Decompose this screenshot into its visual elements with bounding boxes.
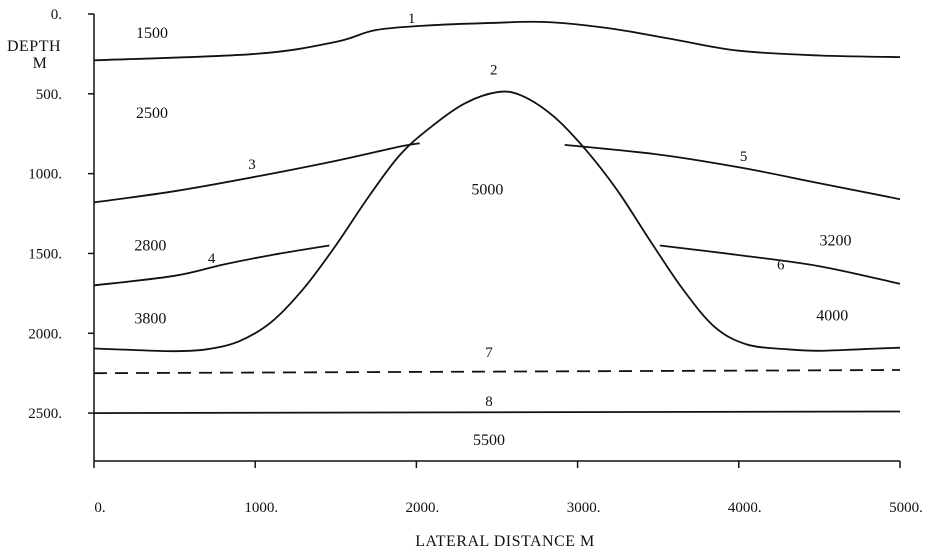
x-axis-title: LATERAL DISTANCE M <box>415 533 595 550</box>
velocity-label: 4000 <box>816 308 848 325</box>
interface-5-line <box>564 144 901 201</box>
x-tick-label: 1000. <box>244 500 278 516</box>
velocity-label: 3800 <box>134 311 166 328</box>
x-axis-ticks: 0. 1000. 2000. 3000. 4000. 5000. <box>93 461 923 516</box>
velocity-label: 5500 <box>473 432 505 449</box>
interface-8-line <box>93 410 901 414</box>
layer-velocity-labels: 1500 2500 2800 3800 5000 3200 4000 5500 <box>134 25 851 449</box>
x-tick-label: 0. <box>94 500 105 516</box>
velocity-label: 3200 <box>820 232 852 249</box>
y-axis-ticks: 0. 500. 1000. 1500. 2000. 2500. <box>28 7 94 422</box>
interface-1-line <box>93 20 901 62</box>
y-tick-label: 1500. <box>28 246 62 262</box>
y-tick-label: 2500. <box>28 406 62 422</box>
y-axis-unit: M <box>33 55 48 72</box>
y-tick-label: 2000. <box>28 326 62 342</box>
x-tick-label: 3000. <box>567 500 601 516</box>
interface-lines <box>93 20 901 414</box>
x-tick-label: 4000. <box>728 500 762 516</box>
interface-label-6: 6 <box>777 257 785 273</box>
interface-number-labels: 1 2 3 4 5 6 7 8 <box>208 11 785 410</box>
interface-4-line <box>93 244 330 287</box>
interface-label-2: 2 <box>490 63 498 79</box>
interface-6-line <box>659 244 901 285</box>
interface-2-line <box>93 90 901 353</box>
velocity-label: 2800 <box>134 237 166 254</box>
velocity-label: 2500 <box>136 105 168 122</box>
y-axis-title: DEPTH <box>7 38 61 55</box>
interface-label-1: 1 <box>408 11 416 27</box>
interface-3-line <box>93 142 420 204</box>
interface-label-7: 7 <box>485 345 493 361</box>
interface-label-5: 5 <box>740 149 748 165</box>
velocity-label: 5000 <box>471 181 503 198</box>
velocity-label: 1500 <box>136 25 168 42</box>
interface-label-3: 3 <box>248 157 256 173</box>
y-tick-label: 1000. <box>28 167 62 183</box>
interface-7-line <box>93 369 901 375</box>
y-tick-label: 0. <box>51 7 62 23</box>
x-tick-label: 5000. <box>889 500 923 516</box>
interface-label-8: 8 <box>485 394 493 410</box>
interface-label-4: 4 <box>208 251 216 267</box>
x-tick-label: 2000. <box>406 500 440 516</box>
y-tick-label: 500. <box>36 87 62 103</box>
